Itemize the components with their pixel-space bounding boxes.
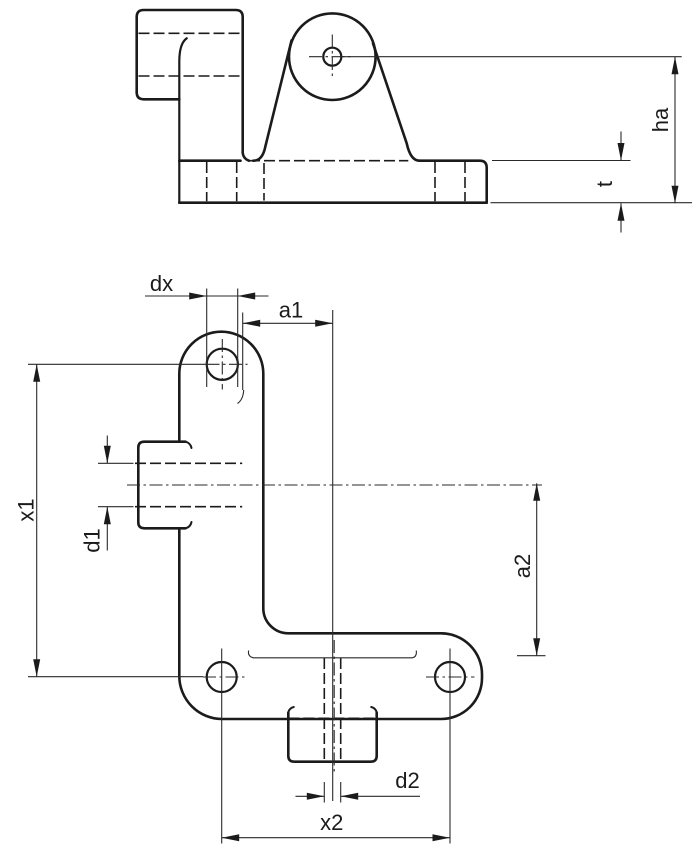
dimension-label-x2: x2 bbox=[320, 810, 343, 835]
side-boss-block-outline bbox=[135, 8, 251, 162]
dx-arrowhead-right bbox=[237, 292, 256, 300]
dimension-label-t: t bbox=[592, 181, 617, 187]
x2-arrowhead-left bbox=[221, 834, 240, 842]
side-base-outline bbox=[178, 159, 488, 204]
x1-arrowhead-bottom bbox=[33, 659, 41, 677]
d2-arrowhead-right bbox=[340, 792, 359, 800]
plan-view: dx a1 x1 d1 bbox=[14, 271, 546, 844]
side-boss-block-bottom-edge bbox=[135, 91, 181, 101]
side-gusset-right-slope bbox=[371, 42, 421, 162]
d1-arrowhead-lower bbox=[103, 506, 111, 525]
dimension-t: t bbox=[492, 131, 631, 233]
dimension-label-a2: a2 bbox=[510, 554, 535, 578]
dimension-label-dx: dx bbox=[150, 271, 173, 296]
dimension-ha: ha bbox=[341, 56, 692, 204]
plan-base-outline bbox=[178, 330, 484, 721]
plan-bottom-boss-blend-left bbox=[287, 706, 295, 714]
side-wall-left-edge bbox=[178, 37, 188, 204]
dimension-label-x1: x1 bbox=[14, 498, 39, 521]
plan-wall-face-edge-hook bbox=[237, 389, 245, 404]
dimension-label-ha: ha bbox=[648, 107, 673, 132]
side-gusset-left-slope bbox=[252, 39, 293, 162]
t-arrowhead-upper bbox=[617, 143, 625, 161]
dimension-label-d1: d1 bbox=[80, 528, 105, 552]
a2-arrowhead-bottom bbox=[533, 638, 541, 656]
t-arrowhead-lower bbox=[617, 203, 625, 221]
ha-arrowhead-top bbox=[671, 56, 679, 75]
d2-arrowhead-left bbox=[306, 792, 325, 800]
dx-arrowhead-left bbox=[189, 292, 207, 300]
dimension-label-a1: a1 bbox=[279, 298, 303, 323]
dimension-d1: d1 bbox=[80, 435, 134, 553]
dimension-dx: dx bbox=[145, 271, 269, 387]
plan-left-boss-blend-top bbox=[184, 440, 193, 449]
d1-arrowhead-upper bbox=[103, 445, 111, 464]
side-view: ha t bbox=[135, 8, 692, 233]
dimension-label-d2: d2 bbox=[395, 768, 419, 793]
a1-arrowhead-left bbox=[242, 319, 261, 327]
dimension-d2: d2 bbox=[295, 768, 420, 803]
plan-left-boss-blend-bottom bbox=[184, 521, 193, 530]
dimension-a2: a2 bbox=[510, 483, 546, 657]
dimension-a1: a1 bbox=[242, 298, 334, 801]
a2-arrowhead-top bbox=[533, 483, 541, 501]
a1-arrowhead-right bbox=[315, 319, 333, 327]
x2-arrowhead-right bbox=[432, 834, 450, 842]
x1-arrowhead-top bbox=[33, 364, 41, 382]
plan-bottom-boss-blend-right bbox=[370, 706, 378, 714]
dimension-x2: x2 bbox=[221, 648, 451, 844]
ha-arrowhead-bottom bbox=[671, 185, 679, 204]
dimension-x1: x1 bbox=[14, 363, 207, 678]
